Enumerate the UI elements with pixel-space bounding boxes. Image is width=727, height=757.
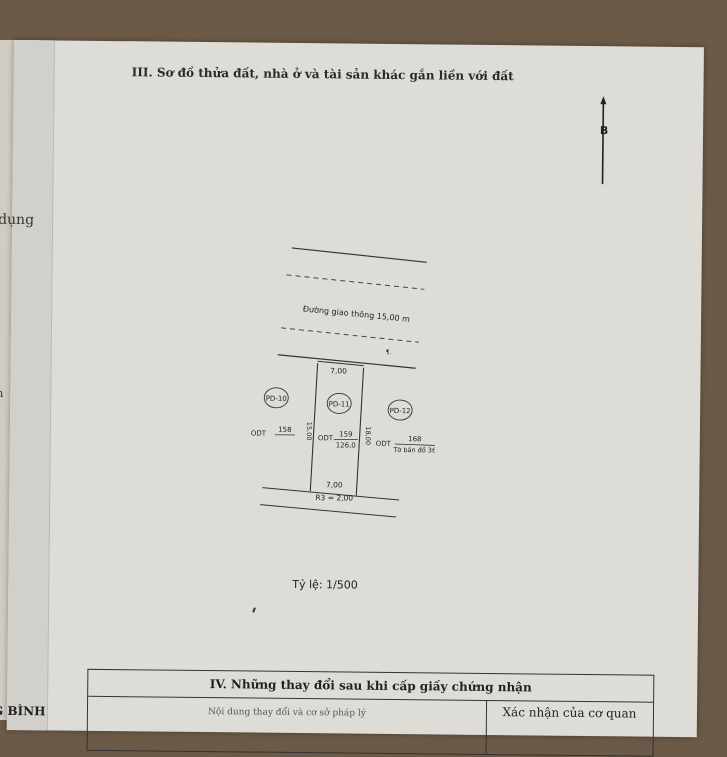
parcel-area-pd11: 126,0 [336, 441, 356, 449]
road-edge-top [292, 248, 427, 262]
bottom-left-word: G BÌNH [0, 704, 46, 719]
left-margin-word: dụng [0, 212, 34, 228]
changes-table: IV. Những thay đổi sau khi cấp giấy chứn… [87, 669, 655, 757]
parcel-diagram: Đường giao thông 15,00 m ¶. 7,00 15,00 1… [234, 242, 437, 524]
parcel-number-pd10: 158 [278, 426, 291, 434]
section-title: III. Sơ đồ thửa đất, nhà ở và tài sản kh… [132, 65, 514, 83]
parcel-use-pd10: ODT [251, 430, 267, 438]
pen-mark [252, 607, 256, 612]
setback-line-bottom [260, 505, 396, 517]
parcel-sheet-pd12: Tờ bản đồ 36 [392, 446, 436, 454]
changes-content-header: Nội dung thay đổi và cơ sở pháp lý [88, 697, 488, 755]
north-arrow-icon: B [593, 96, 614, 186]
parcel-right-boundary [356, 368, 363, 496]
parcel-number-pd12: 168 [408, 435, 421, 443]
left-margin-word-2: n [0, 387, 3, 400]
parcel-code-pd10: PD-10 [266, 395, 287, 403]
road-mark: ¶. [386, 349, 392, 356]
road-label: Đường giao thông 15,00 m [302, 303, 410, 323]
parcel-use-pd12: ODT [376, 440, 392, 448]
road-centerline-bottom [281, 328, 419, 342]
certificate-page: dụng n G BÌNH III. Sơ đồ thửa đất, nhà ở… [7, 40, 704, 737]
changes-confirm-header: Xác nhận của cơ quan [486, 701, 653, 725]
parcel-top-edge [318, 361, 364, 365]
left-depth-label: 15,00 [305, 422, 313, 441]
bottom-width-label: 7,00 [326, 480, 343, 489]
north-label: B [600, 124, 609, 137]
parcel-use-pd11: ODT [318, 434, 334, 442]
scale-label: Tỷ lệ: 1/500 [292, 578, 358, 592]
road-centerline-top [286, 275, 424, 289]
parcel-number-pd11: 159 [339, 430, 352, 438]
left-facing-page: dụng n G BÌNH [7, 40, 55, 730]
right-depth-label: 18,00 [364, 426, 372, 445]
setback-label: R3 = 2,00 [315, 493, 353, 502]
parcel-code-pd12: PD-12 [390, 407, 411, 415]
parcel-code-pd11: PD-11 [329, 400, 350, 408]
top-width-label: 7,00 [330, 366, 347, 375]
